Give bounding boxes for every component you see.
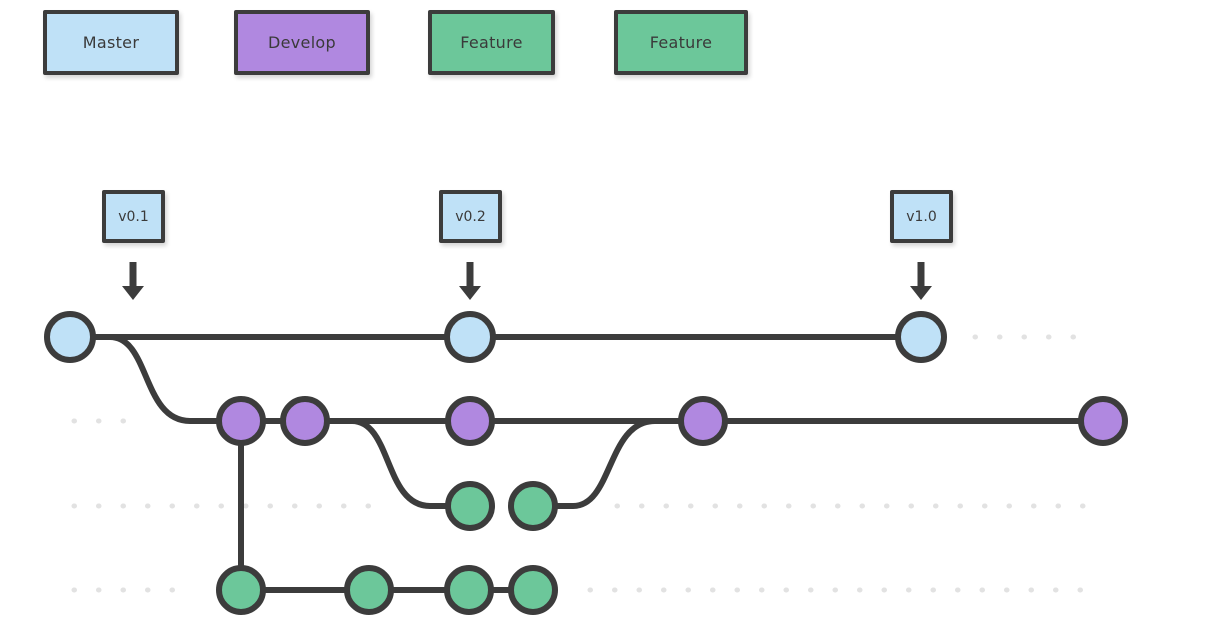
- commit-node-master-c1[interactable]: [44, 311, 96, 363]
- commit-node-develop-c1[interactable]: [216, 396, 266, 446]
- merge-feature-upper-to-develop: [530, 418, 706, 509]
- commit-node-master-c3[interactable]: [895, 311, 947, 363]
- version-tag-v0.1: v0.1: [102, 190, 165, 243]
- version-tag-label: v0.1: [118, 208, 149, 225]
- commit-node-feature-lower-c4[interactable]: [508, 565, 558, 615]
- commit-node-feature-upper-c2[interactable]: [508, 481, 558, 531]
- commit-node-develop-c5[interactable]: [1078, 396, 1128, 446]
- branch-master-to-develop: [107, 334, 244, 424]
- version-tag-label: v0.2: [455, 208, 486, 225]
- legend-item-label: Feature: [649, 33, 713, 52]
- commit-node-develop-c4[interactable]: [678, 396, 728, 446]
- lane-guide-dotted-lines: [71, 334, 1093, 593]
- down-arrow-icon: [910, 262, 932, 300]
- legend-item-label: Master: [82, 33, 140, 52]
- version-tag-v1.0: v1.0: [890, 190, 953, 243]
- version-tag-v0.2: v0.2: [439, 190, 502, 243]
- legend-item-feature-2: Feature: [428, 10, 555, 75]
- legend-item-label: Develop: [268, 33, 336, 52]
- legend-item-feature-3: Feature: [614, 10, 748, 75]
- commit-nodes: [44, 311, 1128, 615]
- commit-node-develop-c2[interactable]: [280, 396, 330, 446]
- legend-item-master-0: Master: [43, 10, 179, 75]
- commit-node-master-c2[interactable]: [444, 311, 496, 363]
- tag-arrows: [122, 262, 932, 300]
- commit-node-feature-lower-c1[interactable]: [216, 565, 266, 615]
- branch-develop-to-feature-upper: [349, 418, 473, 509]
- legend-item-develop-1: Develop: [234, 10, 370, 75]
- branch-edges: [67, 334, 1106, 593]
- down-arrow-icon: [459, 262, 481, 300]
- commit-node-feature-upper-c1[interactable]: [445, 481, 495, 531]
- down-arrow-icon: [122, 262, 144, 300]
- commit-node-feature-lower-c2[interactable]: [344, 565, 394, 615]
- commit-node-develop-c3[interactable]: [445, 396, 495, 446]
- version-tag-label: v1.0: [906, 208, 937, 225]
- legend-item-label: Feature: [460, 33, 523, 52]
- commit-node-feature-lower-c3[interactable]: [444, 565, 494, 615]
